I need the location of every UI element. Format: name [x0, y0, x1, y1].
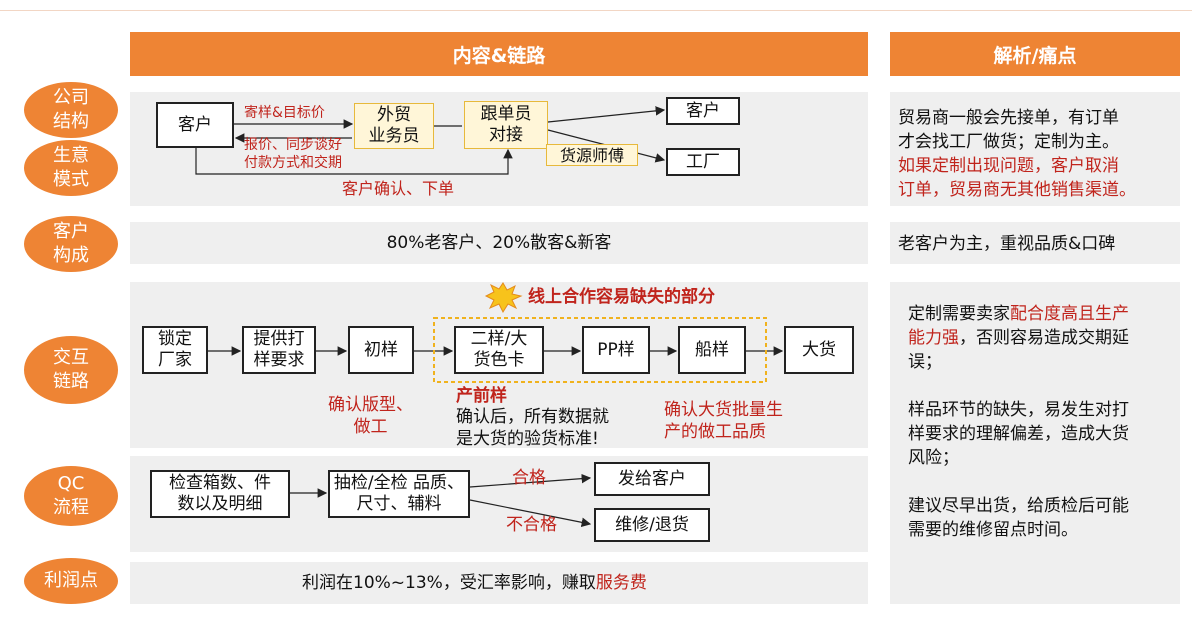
label-confirm-order: 客户确认、下单 — [342, 179, 455, 198]
analysis-p3: 定制需要卖家配合度高且生产 能力强，否则容易造成交期延 误； — [908, 302, 1172, 374]
step-first-sample: 初样 — [348, 326, 414, 374]
step-shipping-sample: 船样 — [678, 326, 746, 374]
node-factory: 工厂 — [666, 148, 740, 176]
note-pre-production-title: 产前样 — [456, 386, 507, 406]
qc-pass-label: 合格 — [512, 468, 546, 488]
label-samples: 寄样&目标价 — [244, 105, 325, 121]
profit-text-main: 利润在10%~13%，受汇率影响，赚取 — [302, 573, 596, 593]
node-sales: 外贸 业务员 — [354, 103, 434, 149]
step-second-sample: 二样/大 货色卡 — [454, 326, 544, 374]
analysis-panel-2 — [890, 222, 1180, 264]
arrow-to-out-customer — [547, 106, 666, 123]
step-pp-sample: PP样 — [582, 326, 650, 374]
qc-check-cartons: 检查箱数、件 数以及明细 — [150, 470, 290, 518]
row-label-customer-mix: 客户 构成 — [22, 214, 120, 274]
row-label-interaction: 交互 链路 — [22, 334, 120, 406]
analysis-panel-1 — [890, 92, 1180, 206]
highlight-frame — [433, 317, 767, 383]
note-first-sample: 确认版型、 做工 — [328, 395, 413, 437]
analysis-p3-b: ，否则容易造成交期延 误； — [908, 328, 1129, 372]
label-quote: 报价、同步谈好 付款方式和交期 — [244, 137, 342, 171]
row-label-business-model: 生意 模式 — [22, 138, 120, 198]
profit-text: 利润在10%~13%，受汇率影响，赚取服务费 — [302, 572, 647, 594]
row-label-company-structure: 公司 结构 — [22, 80, 120, 140]
row-label-qc: QC 流程 — [22, 464, 120, 528]
analysis-p3-a: 定制需要卖家 — [908, 304, 1010, 324]
qc-repair-return: 维修/退货 — [594, 508, 710, 542]
profit-panel — [130, 562, 868, 604]
profit-text-highlight: 服务费 — [595, 573, 647, 593]
top-rule — [0, 10, 1192, 11]
highlight-title: 线上合作容易缺失的部分 — [528, 287, 715, 307]
analysis-p1-black: 贸易商一般会先接单，有订单 才会找工厂做货；定制为主。 — [898, 108, 1119, 152]
content-header: 内容&链路 — [130, 32, 868, 76]
row-label-profit: 利润点 — [22, 556, 120, 606]
step-sample-requirements: 提供打 样要求 — [242, 326, 316, 374]
analysis-p2: 老客户为主，重视品质&口碑 — [898, 234, 1116, 254]
node-out-customer: 客户 — [666, 97, 740, 125]
customer-mix-panel — [130, 222, 868, 264]
analysis-p1-red: 如果定制出现问题，客户取消 订单，贸易商无其他销售渠道。 — [898, 156, 1136, 200]
qc-ship-to-customer: 发给客户 — [594, 462, 710, 496]
node-sourcing: 货源师傅 — [546, 144, 638, 166]
analysis-p5: 建议尽早出货，给质检后可能 需要的维修留点时间。 — [908, 496, 1129, 540]
analysis-p4: 样品环节的缺失，易发生对打 样要求的理解偏差，造成大货 风险； — [908, 400, 1129, 468]
step-bulk: 大货 — [784, 326, 854, 374]
step-lock-factory: 锁定 厂家 — [142, 326, 208, 374]
note-pre-production-body: 确认后，所有数据就 是大货的验货标准! — [456, 407, 609, 449]
analysis-p3-red: 配合度高且生产 能力强 — [908, 304, 1129, 348]
node-customer: 客户 — [156, 102, 234, 148]
qc-arrow-pass — [469, 473, 592, 488]
qc-fail-label: 不合格 — [506, 515, 557, 535]
note-bulk-quality: 确认大货批量生 产的做工品质 — [664, 400, 783, 442]
customer-mix-text: 80%老客户、20%散客&新客 — [386, 233, 612, 253]
analysis-header: 解析/痛点 — [890, 32, 1180, 76]
qc-inspection: 抽检/全检 品质、 尺寸、辅料 — [328, 470, 470, 518]
analysis-panel-3 — [890, 282, 1180, 604]
arrow-confirm-order — [195, 148, 513, 175]
starburst-icon — [484, 282, 523, 314]
node-merchandiser: 跟单员 对接 — [464, 101, 548, 149]
qc-arrow-fail — [469, 499, 592, 528]
